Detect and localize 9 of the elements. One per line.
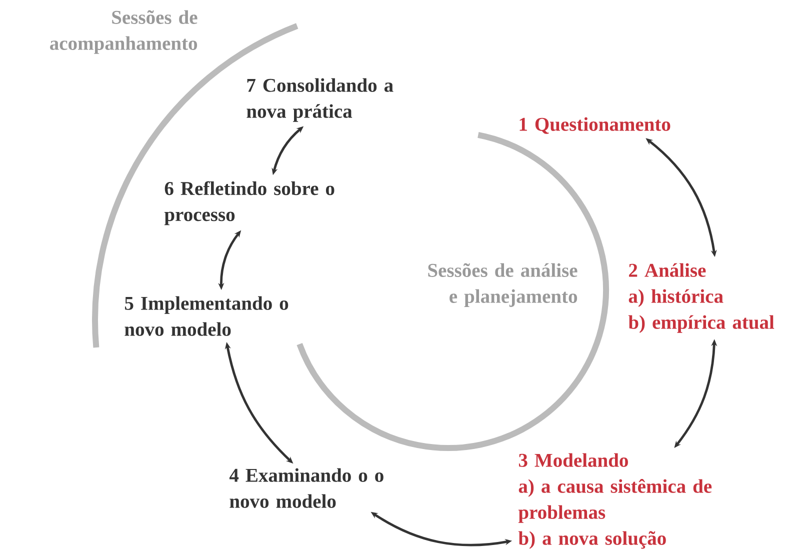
step-label: 1 Questionamento	[520, 117, 670, 134]
step-label: 5 Implementando o novo modelo	[124, 296, 288, 336]
step-label: 4 Examinando o o novo modelo	[229, 468, 384, 508]
step-label: 2 Análise a) histórica b) empírica atual	[628, 263, 774, 333]
step-label: 6 Refletindo sobre o processo	[164, 181, 334, 226]
step-label: 7 Consolidando a nova prática	[246, 78, 394, 122]
session-label: Sessões de análise e planejamento	[428, 263, 578, 307]
step-label: 3 Modelando a) a causa sistêmica de problemas b) a nova solução	[518, 453, 712, 549]
session-label: Sessões de acompanhamento	[50, 10, 198, 54]
